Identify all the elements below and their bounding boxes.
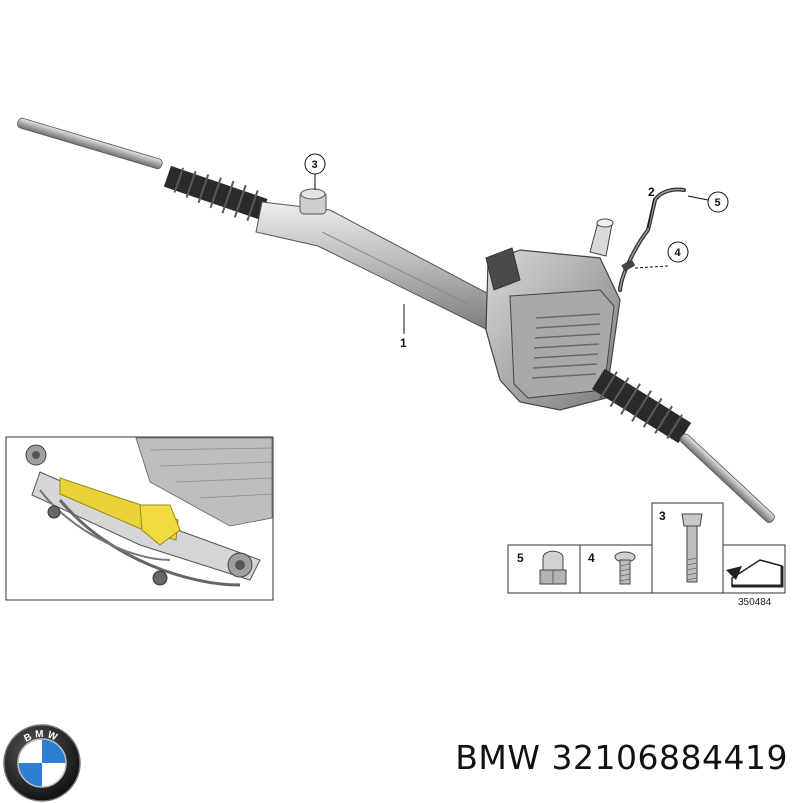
footer: BMW BMW 32106884419 <box>0 700 800 802</box>
svg-text:1: 1 <box>400 336 407 350</box>
callout-3: 3 <box>304 153 326 190</box>
bolt-icon <box>681 513 703 583</box>
svg-text:BMW: BMW <box>22 729 61 745</box>
screw-icon <box>614 551 636 585</box>
wiring-harness <box>618 187 686 292</box>
callout-5: 5 <box>687 191 729 213</box>
svg-text:5: 5 <box>715 197 721 209</box>
arrow-symbol-icon <box>726 559 784 588</box>
right-bellows-boot <box>591 368 692 444</box>
cap-nut-icon <box>539 550 567 585</box>
part-number: 32106884419 <box>551 738 788 777</box>
callout-2: 2 <box>647 185 655 229</box>
steering-rack-assembly <box>17 117 775 523</box>
svg-text:3: 3 <box>312 159 318 171</box>
brand-part-number: BMW 32106884419 <box>455 738 788 777</box>
bmw-logo-icon: BMW <box>3 724 81 802</box>
brand-name: BMW <box>455 738 541 777</box>
rack-housing-tube <box>255 188 501 331</box>
vehicle-location-inset <box>5 436 274 601</box>
svg-text:4: 4 <box>675 247 682 259</box>
legend-label-5: 5 <box>517 551 524 565</box>
left-tie-rod <box>17 117 163 170</box>
svg-text:2: 2 <box>648 185 655 199</box>
legend-label-3: 3 <box>659 509 666 523</box>
parts-legend: 5 4 3 <box>507 502 786 608</box>
legend-label-4: 4 <box>588 551 595 565</box>
callout-1: 1 <box>400 304 407 350</box>
callout-4: 4 <box>634 241 689 269</box>
left-bellows-boot <box>163 165 268 221</box>
electric-motor-unit <box>485 218 621 411</box>
right-tie-rod <box>679 433 775 523</box>
figure-number: 350484 <box>738 597 772 608</box>
